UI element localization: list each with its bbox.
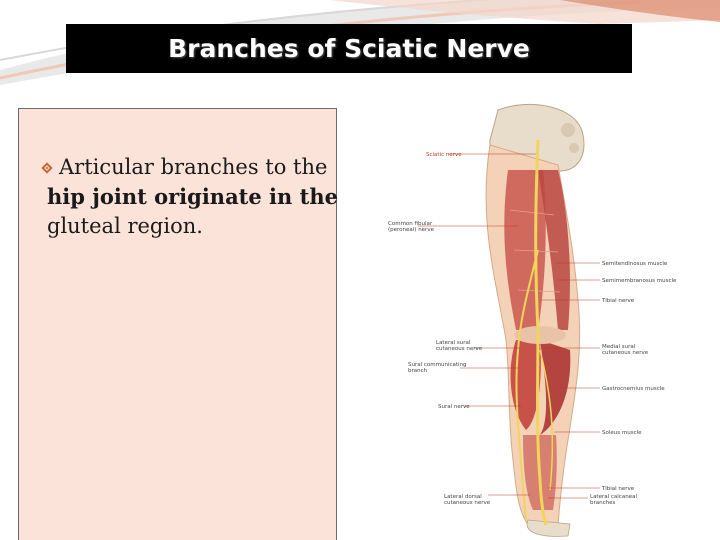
label-peroneal-2: (peroneal) nerve [388, 227, 435, 233]
label-lat-dorsal-1: Lateral dorsal [444, 494, 482, 500]
label-sural: Sural nerve [438, 404, 470, 410]
label-lat-sural-1: Lateral sural [436, 340, 471, 346]
diamond-bullet-icon [41, 162, 53, 174]
label-medial-sural-1: Medial sural [602, 344, 636, 350]
label-lat-dorsal-2: cutaneous nerve [444, 500, 491, 506]
label-medial-sural-2: cutaneous nerve [602, 350, 649, 356]
label-tibial-upper: Tibial nerve [601, 298, 635, 304]
label-sciatic: Sciatic nerve [426, 152, 462, 158]
content-box: Articular branches to the hip joint orig… [18, 108, 339, 540]
title-bar: Branches of Sciatic Nerve [66, 24, 632, 73]
label-lat-sural-2: cutaneous nerve [436, 346, 483, 352]
bullet-seg-3: gluteal region. [47, 214, 203, 238]
bullet-seg-1: Articular branches to the [59, 155, 328, 179]
label-lat-calcaneal-1: Lateral calcaneal [590, 494, 637, 500]
label-semimembranosus: Semimembranosus muscle [602, 278, 677, 284]
label-gastrocnemius: Gastrocnemius muscle [602, 386, 665, 392]
label-sural-comm-2: branch [408, 368, 428, 374]
leg-anatomy-illustration: Sciatic nerve Common fibular (peroneal) … [378, 100, 698, 540]
label-soleus: Soleus muscle [602, 430, 642, 436]
label-peroneal-1: Common fibular [388, 221, 433, 227]
label-sural-comm-1: Sural communicating [408, 362, 467, 368]
label-lat-calcaneal-2: branches [590, 500, 616, 506]
slide-title: Branches of Sciatic Nerve [168, 34, 530, 63]
bullet-item: Articular branches to the hip joint orig… [41, 153, 339, 241]
label-tibial-lower: Tibial nerve [601, 486, 635, 492]
label-semitendinosus: Semitendinosus muscle [602, 261, 668, 267]
bullet-seg-2: hip joint originate in the [47, 184, 338, 209]
